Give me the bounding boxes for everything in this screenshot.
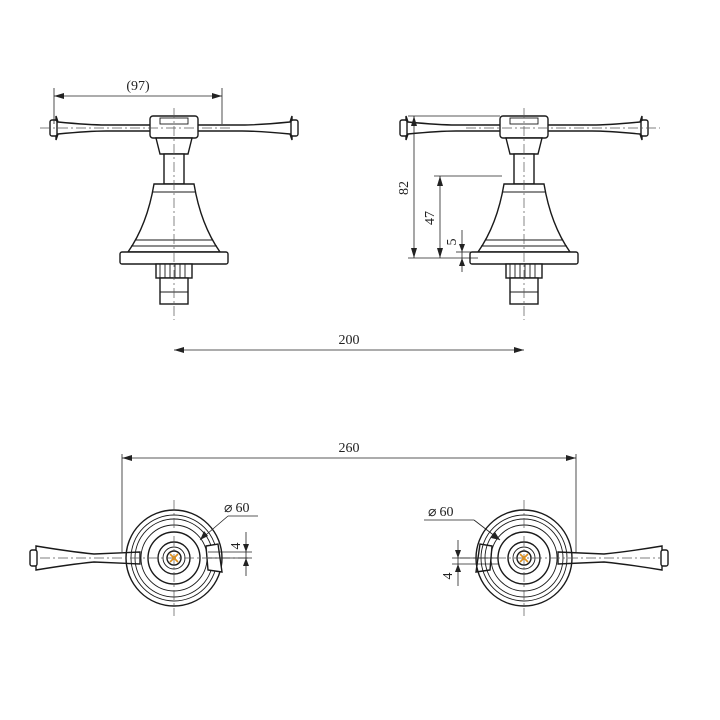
dimension-centers-side: 200 [174,333,524,353]
dimension-diameter-left: ⌀60 [199,501,258,541]
dimension-diameter-right: ⌀60 [424,505,501,541]
dimension-offset-right: 4 [441,540,498,586]
dim-text-200: 200 [339,333,360,348]
svg-text:⌀60: ⌀60 [224,501,249,516]
dim-text-4-left: 4 [229,543,244,550]
dim-text-diameter-left: 60 [235,501,249,516]
center-mark-left [169,553,179,563]
dim-text-97: (97) [126,79,150,94]
dim-text-diameter-right: 60 [439,505,453,520]
dimension-centers-top: 260 [121,441,577,552]
dim-text-260: 260 [339,441,360,456]
side-view-left [40,108,299,320]
dim-text-82: 82 [397,181,412,195]
center-mark-right [519,553,529,563]
diameter-symbol-right: ⌀ [428,505,436,520]
dim-text-4-right: 4 [441,573,456,580]
dimension-offset-left: 4 [208,532,252,576]
dim-text-5: 5 [445,239,460,246]
diameter-symbol-left: ⌀ [224,501,232,516]
dimension-heights: 82 47 5 [397,115,502,272]
dimension-handle-span: (97) [53,79,223,124]
side-view-right [399,108,660,320]
dim-text-47: 47 [423,211,438,225]
svg-text:⌀60: ⌀60 [428,505,453,520]
